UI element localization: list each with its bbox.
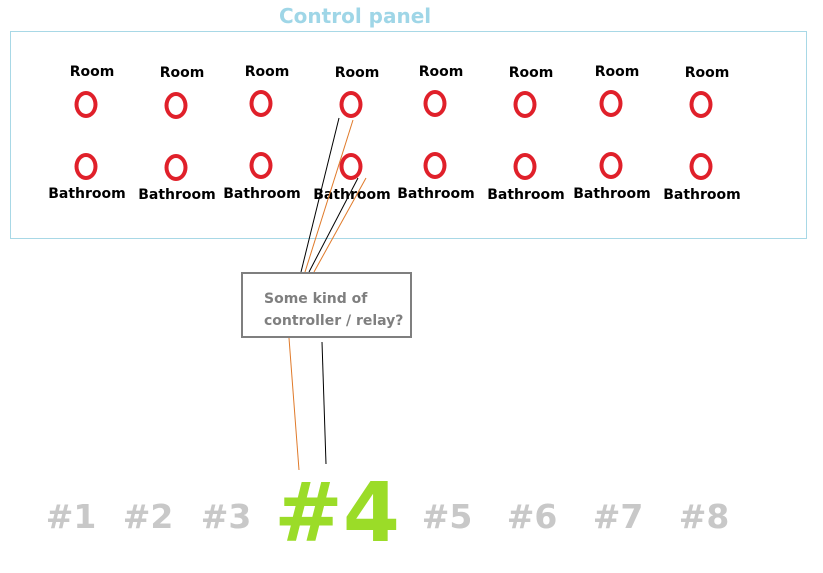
number-label: #5 (421, 497, 473, 536)
room-label: Room (244, 64, 290, 80)
room-label: Room (69, 64, 115, 80)
room-switch-icon[interactable] (339, 91, 363, 118)
bathroom-switch-icon[interactable] (74, 153, 98, 180)
number-label: #2 (122, 497, 174, 536)
number-label: #1 (45, 497, 97, 536)
room-label: Room (684, 65, 730, 81)
control-panel (10, 31, 807, 239)
number-label: #7 (592, 497, 644, 536)
bathroom-label: Bathroom (48, 186, 126, 202)
number-label: #8 (678, 497, 730, 536)
room-switch-icon[interactable] (689, 91, 713, 118)
room-label: Room (418, 64, 464, 80)
bathroom-switch-icon[interactable] (164, 154, 188, 181)
room-switch-icon[interactable] (249, 90, 273, 117)
black-wire (321, 341, 327, 465)
controller-text-line1: Some kind of (264, 291, 368, 307)
bathroom-switch-icon[interactable] (249, 152, 273, 179)
controller-text-line2: controller / relay? (264, 313, 404, 329)
orange-wire (313, 177, 367, 273)
bathroom-label: Bathroom (138, 187, 216, 203)
controller-box: Some kind of controller / relay? (241, 272, 412, 338)
bathroom-switch-icon[interactable] (689, 153, 713, 180)
black-wire (308, 177, 359, 273)
bathroom-label: Bathroom (313, 187, 391, 203)
number-label: #3 (200, 497, 252, 536)
room-label: Room (159, 65, 205, 81)
bathroom-switch-icon[interactable] (513, 153, 537, 180)
number-label-highlighted: #4 (274, 466, 400, 561)
bathroom-label: Bathroom (487, 187, 565, 203)
orange-wire (304, 119, 354, 273)
bathroom-label: Bathroom (223, 186, 301, 202)
orange-wire (288, 337, 300, 471)
room-switch-icon[interactable] (164, 92, 188, 119)
room-switch-icon[interactable] (513, 91, 537, 118)
bathroom-label: Bathroom (397, 186, 475, 202)
bathroom-switch-icon[interactable] (423, 152, 447, 179)
bathroom-switch-icon[interactable] (599, 152, 623, 179)
bathroom-switch-icon[interactable] (339, 153, 363, 180)
room-switch-icon[interactable] (599, 90, 623, 117)
number-label: #6 (506, 497, 558, 536)
bathroom-label: Bathroom (663, 187, 741, 203)
room-label: Room (594, 64, 640, 80)
panel-title: Control panel (279, 4, 432, 28)
room-switch-icon[interactable] (74, 91, 98, 118)
black-wire (300, 117, 340, 273)
room-label: Room (334, 65, 380, 81)
room-switch-icon[interactable] (423, 90, 447, 117)
room-label: Room (508, 65, 554, 81)
bathroom-label: Bathroom (573, 186, 651, 202)
